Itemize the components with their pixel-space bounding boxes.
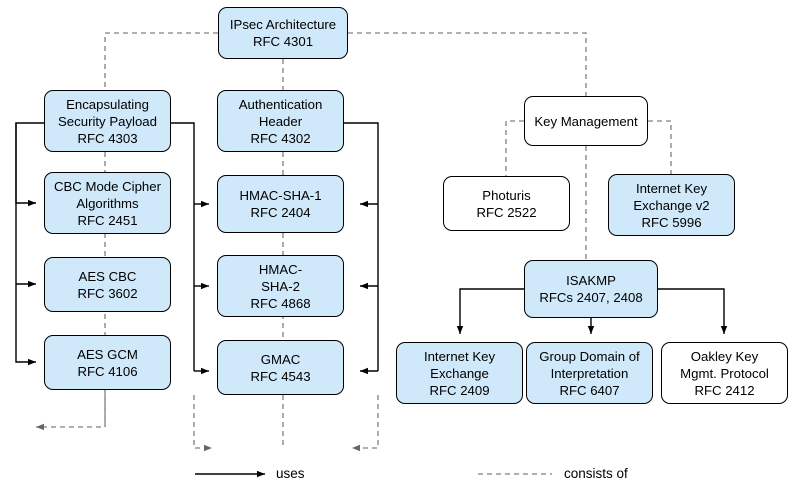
node-hmac-sha-1[interactable]: HMAC-SHA-1 RFC 2404 (217, 175, 344, 233)
node-line: HMAC- (258, 261, 303, 277)
node-line: RFC 4302 (250, 130, 311, 146)
legend-uses-label: uses (276, 466, 305, 481)
node-line: RFC 4868 (250, 295, 311, 311)
node-line: RFC 3602 (77, 285, 138, 301)
node-line: SHA-2 (261, 278, 300, 294)
node-photuris[interactable]: Photuris RFC 2522 (443, 176, 570, 231)
node-line: Exchange v2 (633, 197, 710, 213)
node-line: GMAC (260, 351, 301, 367)
node-line: Exchange (430, 365, 489, 381)
node-group-domain-of-interpretation[interactable]: Group Domain of Interpretation RFC 6407 (526, 342, 653, 404)
node-line: Interpretation (550, 365, 629, 381)
node-line: Internet Key (635, 180, 708, 196)
node-gmac[interactable]: GMAC RFC 4543 (217, 340, 344, 395)
node-line: RFC 4543 (250, 368, 311, 384)
node-line: Mgmt. Protocol (680, 365, 769, 381)
node-line: RFC 2451 (77, 212, 138, 228)
node-line: RFC 4106 (77, 363, 138, 379)
solid-edges (15, 122, 728, 478)
node-line: Security Payload (58, 113, 157, 129)
node-line: Group Domain of (539, 348, 640, 364)
node-line: Oakley Key (690, 348, 759, 364)
node-line: Authentication (238, 96, 323, 112)
node-line: RFC 4303 (77, 130, 138, 146)
node-line: Algorithms (76, 195, 139, 211)
node-line: RFC 2404 (250, 205, 311, 220)
node-line: HMAC-SHA-1 (239, 188, 322, 203)
node-line: Encapsulating (66, 96, 149, 112)
dashed-edges (36, 32, 672, 475)
node-line: Key Management (534, 113, 638, 129)
node-line: Internet Key (423, 348, 496, 364)
node-oakley-key-mgmt-protocol[interactable]: Oakley Key Mgmt. Protocol RFC 2412 (661, 342, 788, 404)
node-line: CBC Mode Cipher (53, 178, 161, 194)
node-cbc-mode-cipher-algorithms[interactable]: CBC Mode Cipher Algorithms RFC 2451 (44, 172, 171, 234)
node-line: RFC 2522 (476, 204, 537, 220)
node-aes-gcm[interactable]: AES GCM RFC 4106 (44, 335, 171, 390)
node-line: Photuris (482, 187, 531, 203)
node-authentication-header[interactable]: Authentication Header RFC 4302 (217, 90, 344, 152)
node-internet-key-exchange[interactable]: Internet Key Exchange RFC 2409 (396, 342, 523, 404)
node-ipsec-architecture[interactable]: IPsec Architecture RFC 4301 (218, 7, 348, 59)
node-line: AES GCM (77, 346, 138, 362)
node-hmac-sha-2[interactable]: HMAC- SHA-2 RFC 4868 (217, 255, 344, 317)
node-line: RFC 2412 (694, 382, 755, 398)
node-encapsulating-security-payload[interactable]: Encapsulating Security Payload RFC 4303 (44, 90, 171, 152)
node-key-management[interactable]: Key Management (524, 96, 648, 146)
node-isakmp[interactable]: ISAKMP RFCs 2407, 2408 (524, 260, 658, 318)
node-line: AES CBC (78, 268, 137, 284)
node-line: RFC 6407 (559, 382, 620, 398)
node-line: RFC 5996 (641, 214, 702, 230)
node-line: ISAKMP (566, 273, 616, 288)
node-line: IPsec Architecture (229, 17, 337, 32)
node-internet-key-exchange-v2[interactable]: Internet Key Exchange v2 RFC 5996 (608, 174, 735, 236)
node-aes-cbc[interactable]: AES CBC RFC 3602 (44, 257, 171, 312)
node-line: RFC 4301 (252, 34, 314, 49)
node-line: Header (258, 113, 303, 129)
node-line: RFCs 2407, 2408 (539, 290, 643, 305)
legend-consists-of-label: consists of (564, 466, 628, 481)
node-line: RFC 2409 (429, 382, 490, 398)
